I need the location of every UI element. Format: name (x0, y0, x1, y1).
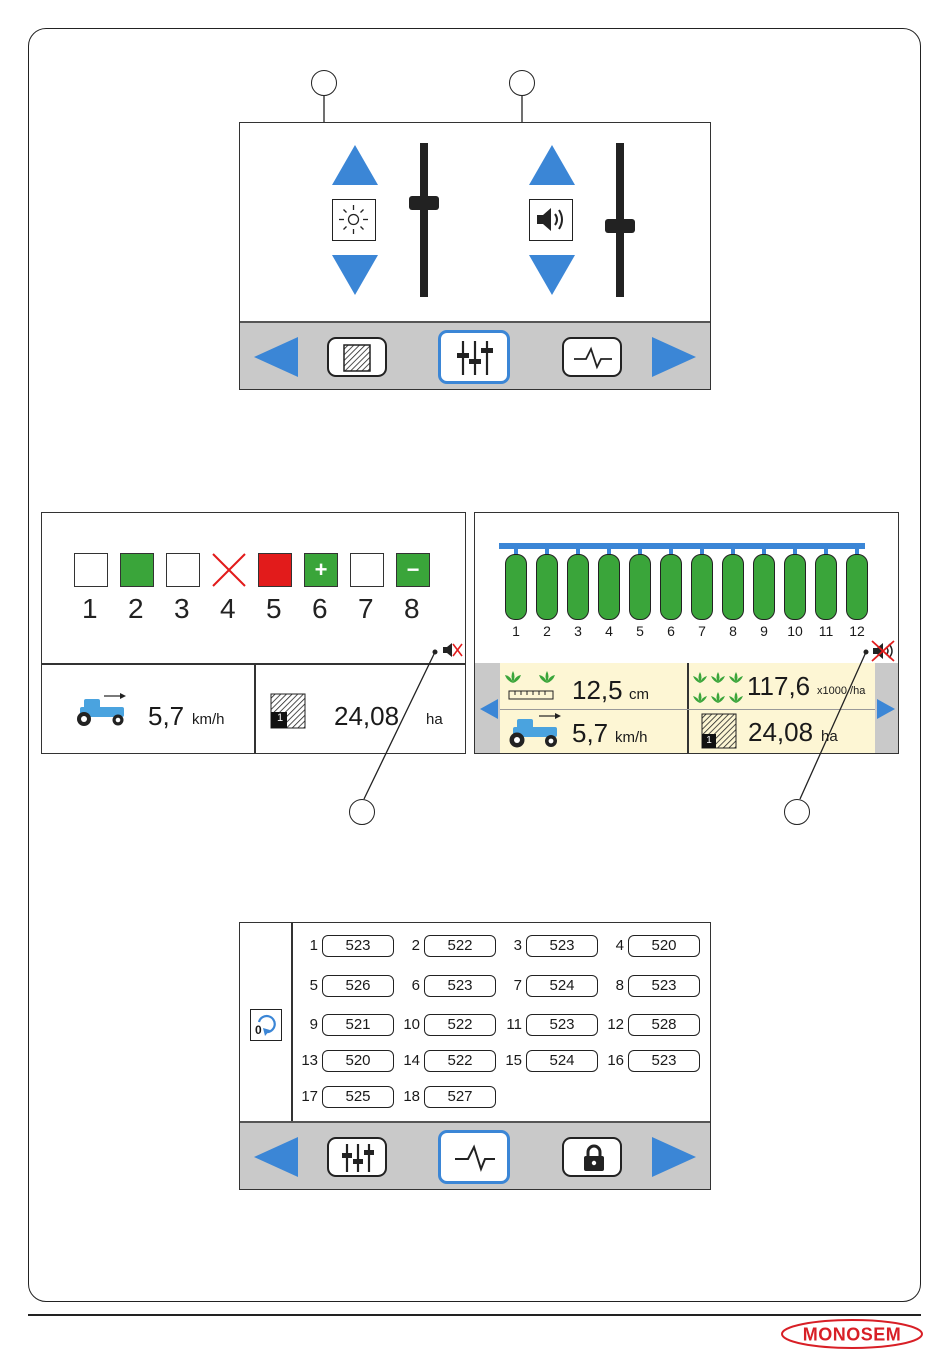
counter-label: 11 (502, 1014, 522, 1036)
nav-bar (240, 1121, 710, 1189)
row-status-green (120, 553, 154, 587)
counter-label: 5 (298, 975, 318, 997)
volume-up-arrow[interactable] (527, 143, 577, 187)
counter-label: 6 (400, 975, 420, 997)
counter-label: 1 (298, 935, 318, 957)
monosem-logo: MONOSEM (780, 1318, 924, 1350)
minus-icon: − (397, 554, 429, 586)
counter-label: 18 (400, 1086, 420, 1108)
brightness-slider-knob[interactable] (409, 196, 439, 210)
row-status-red (258, 553, 292, 587)
sliders-icon (454, 339, 496, 377)
plus-icon: + (305, 554, 337, 586)
counter-value: 523 (526, 1014, 598, 1036)
row-disabled-cross-icon (212, 553, 246, 587)
pulse-icon (453, 1143, 497, 1173)
row-status-plus: + (304, 553, 338, 587)
brightness-down-arrow[interactable] (330, 253, 380, 297)
counter-label: 7 (502, 975, 522, 997)
counter-value: 520 (628, 935, 700, 957)
counter-label: 4 (604, 935, 624, 957)
counter-value: 524 (526, 1050, 598, 1072)
pulse-icon (572, 345, 614, 371)
counter-value: 522 (424, 1014, 496, 1036)
counter-label: 14 (400, 1050, 420, 1072)
counter-label: 17 (298, 1086, 318, 1108)
brightness-slider-track[interactable] (420, 143, 428, 297)
row-status-minus: − (396, 553, 430, 587)
divider (291, 923, 293, 1123)
counter-label: 3 (502, 935, 522, 957)
row-status-empty (166, 553, 200, 587)
toolbar-beam (499, 543, 865, 549)
counter-value: 525 (322, 1086, 394, 1108)
callout-lines-middle (0, 600, 950, 820)
monitor-screen-button[interactable] (438, 1130, 510, 1184)
reset-counter-label: 0 (255, 1023, 262, 1037)
lock-button[interactable] (562, 1137, 622, 1177)
nav-bar (240, 321, 710, 389)
sliders-icon (339, 1142, 377, 1174)
lock-icon (580, 1143, 608, 1173)
counter-label: 15 (502, 1050, 522, 1072)
counter-value: 523 (322, 935, 394, 957)
counter-value: 520 (322, 1050, 394, 1072)
svg-text:MONOSEM: MONOSEM (803, 1325, 902, 1345)
counter-value: 526 (322, 975, 394, 997)
counter-value: 523 (628, 975, 700, 997)
settings-screen-button[interactable] (327, 1137, 387, 1177)
volume-slider-knob[interactable] (605, 219, 635, 233)
arrow-right-icon[interactable] (650, 335, 698, 379)
counter-label: 10 (400, 1014, 420, 1036)
counter-value: 523 (526, 935, 598, 957)
arrow-left-icon[interactable] (252, 1135, 300, 1179)
area-screen-button[interactable] (327, 337, 387, 377)
counter-value: 521 (322, 1014, 394, 1036)
counter-value: 523 (424, 975, 496, 997)
footer-rule (28, 1314, 921, 1316)
brightness-up-arrow[interactable] (330, 143, 380, 187)
counter-value: 522 (424, 1050, 496, 1072)
arrow-left-icon[interactable] (252, 335, 300, 379)
counter-label: 9 (298, 1014, 318, 1036)
arrow-right-icon[interactable] (650, 1135, 698, 1179)
speaker-icon (529, 199, 573, 241)
counter-label: 12 (604, 1014, 624, 1036)
settings-screen-button[interactable] (438, 330, 510, 384)
settings-screen (239, 122, 711, 390)
row-status-empty (74, 553, 108, 587)
counter-value: 523 (628, 1050, 700, 1072)
counter-value: 528 (628, 1014, 700, 1036)
sun-icon (332, 199, 376, 241)
counter-value: 527 (424, 1086, 496, 1108)
reset-counter-button[interactable]: 0 (250, 1009, 282, 1041)
counter-label: 13 (298, 1050, 318, 1072)
hatched-area-icon (343, 344, 371, 372)
counter-value: 524 (526, 975, 598, 997)
volume-down-arrow[interactable] (527, 253, 577, 297)
monitor-screen-button[interactable] (562, 337, 622, 377)
row-status-empty (350, 553, 384, 587)
counter-value: 522 (424, 935, 496, 957)
counter-label: 8 (604, 975, 624, 997)
counter-label: 16 (604, 1050, 624, 1072)
counter-label: 2 (400, 935, 420, 957)
